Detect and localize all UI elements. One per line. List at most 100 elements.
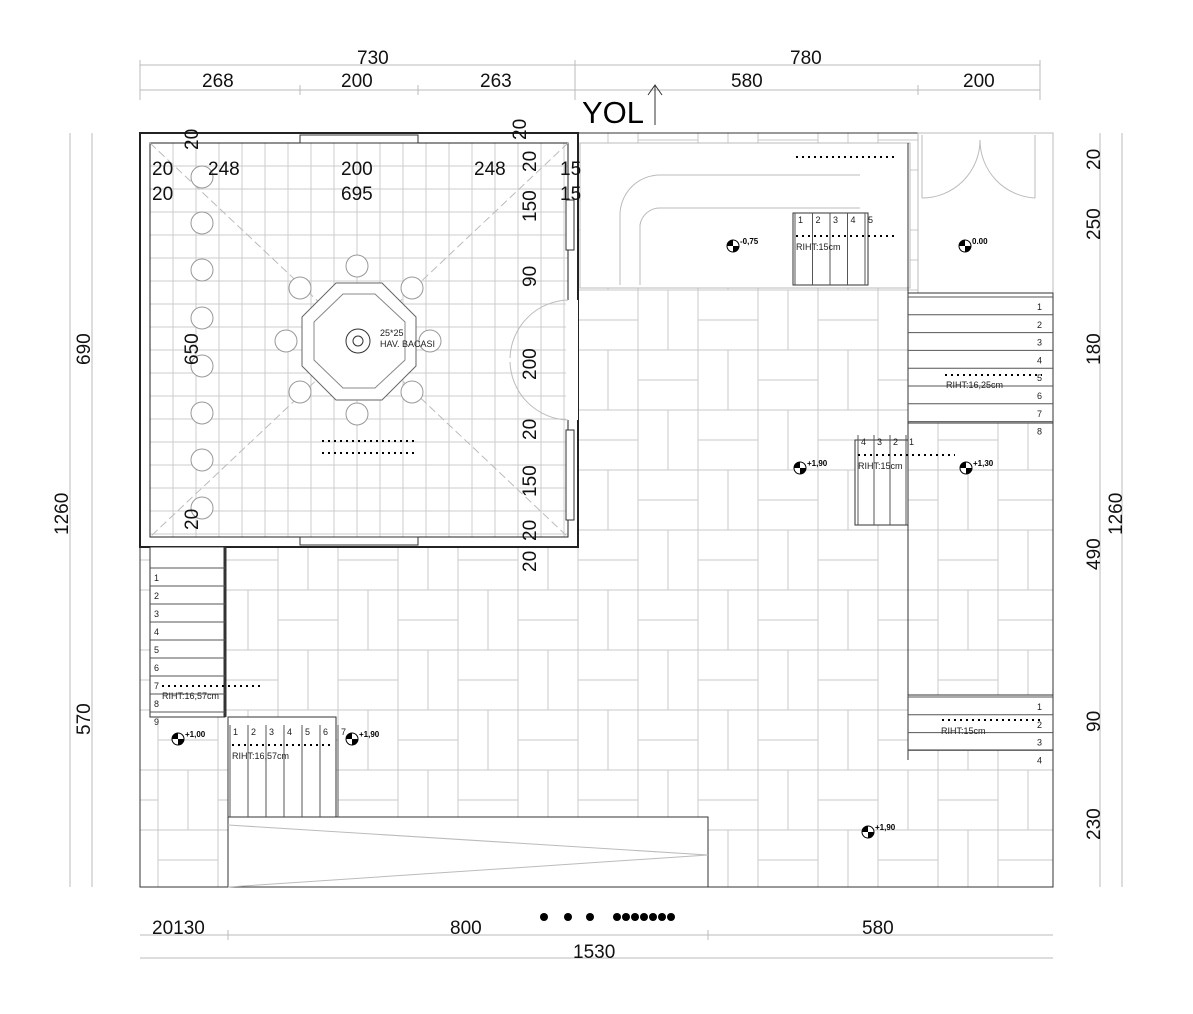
- section-line: [322, 440, 417, 454]
- ramp-bottom: [227, 816, 709, 888]
- dim-bottom-total: 1530: [573, 942, 615, 963]
- riser-label: RIHT:16,57cm: [162, 691, 219, 701]
- elevation-marker: -0,75: [726, 237, 759, 253]
- step-number: 4: [154, 627, 159, 637]
- step-number: 2: [1037, 320, 1042, 330]
- chimney-icon: [345, 328, 371, 354]
- room-vertical-dim: 20: [520, 551, 541, 572]
- elevation-icon: [726, 239, 740, 253]
- step-number: 7: [341, 727, 346, 737]
- column-icon: [345, 402, 369, 426]
- room-vertical-dim: 150: [520, 465, 541, 497]
- dim-left-570: 570: [74, 703, 95, 735]
- stair-middle: [854, 439, 909, 526]
- riser-label: RIHT:15cm: [941, 726, 986, 736]
- elevation-marker: +1,00: [171, 730, 206, 746]
- elevation-value: +1,90: [807, 459, 828, 468]
- column-icon: [288, 380, 312, 404]
- step-number: 3: [1037, 738, 1042, 748]
- column-icon: [190, 258, 214, 282]
- elevation-value: 0.00: [972, 237, 988, 246]
- door-swing: [509, 299, 569, 421]
- column-icon: [190, 165, 214, 189]
- room-dim: 248: [208, 159, 240, 180]
- column-icon: [190, 401, 214, 425]
- step-number: 8: [1037, 427, 1042, 437]
- door-opening: [566, 300, 578, 420]
- elevation-marker: +1,30: [959, 459, 994, 475]
- step-number: 6: [323, 727, 328, 737]
- elevation-icon: [861, 825, 875, 839]
- dim-right: 180: [1084, 333, 1105, 365]
- step-number: 4: [1037, 355, 1042, 365]
- step-number: 8: [154, 699, 159, 709]
- step-number: 4: [861, 437, 866, 447]
- elevation-icon: [171, 732, 185, 746]
- column-icon: [345, 254, 369, 278]
- room-dim: 15: [560, 184, 581, 205]
- step-number: 5: [154, 645, 159, 655]
- dim-top-200b: 200: [963, 71, 995, 92]
- column-icon: [288, 276, 312, 300]
- step-number: 1: [1037, 702, 1042, 712]
- top-dimensions: 730 780 268 200 263 580 200 YOL: [202, 48, 995, 130]
- step-number: 3: [1037, 338, 1042, 348]
- dim-top-263: 263: [480, 71, 512, 92]
- window-right-lower: [565, 429, 575, 521]
- prayer-room: 25*25 HAV. BACASI: [139, 132, 579, 548]
- ramp-outline: [619, 174, 860, 285]
- room-top-dim: 20: [510, 119, 531, 140]
- step-number: 1: [233, 727, 238, 737]
- dim-right: 20: [1084, 149, 1105, 170]
- step-number: 2: [154, 591, 159, 601]
- column-icon: [418, 329, 442, 353]
- dim-bottom: 800: [450, 918, 482, 939]
- room-dim: 20: [152, 159, 173, 180]
- riser-label: RIHT:16,25cm: [946, 380, 1003, 390]
- elevation-value: +1,00: [185, 730, 206, 739]
- dim-right: 490: [1084, 538, 1105, 570]
- column-icon: [400, 276, 424, 300]
- step-number: 2: [893, 437, 898, 447]
- dim-bottom: 20130: [152, 918, 205, 939]
- step-number: 4: [851, 215, 856, 225]
- stair-bottom: [227, 716, 337, 818]
- elevation-icon: [345, 732, 359, 746]
- elevation-value: +1,90: [359, 730, 380, 739]
- step-number: 6: [154, 663, 159, 673]
- room-left-dim: 650: [182, 333, 203, 365]
- step-number: 5: [1037, 373, 1042, 383]
- room-dim: 200: [341, 159, 373, 180]
- column-icon: [190, 306, 214, 330]
- elevation-icon: [959, 461, 973, 475]
- room-left-dim: 20: [182, 509, 203, 530]
- chimney-size: 25*25: [380, 328, 404, 338]
- step-number: 2: [251, 727, 256, 737]
- column-icon: [190, 496, 214, 520]
- room-vertical-dim: 20: [520, 151, 541, 172]
- step-number: 3: [833, 215, 838, 225]
- step-number: 2: [1037, 720, 1042, 730]
- step-number: 9: [154, 717, 159, 727]
- elevation-value: +1,90: [875, 823, 896, 832]
- dim-top-580: 580: [731, 71, 763, 92]
- room-vertical-dim: 200: [520, 348, 541, 380]
- side-dimensions: 690 1260 570 20 250 180 1260 490 90 230 …: [52, 149, 1127, 963]
- room-left-dim: 20: [182, 129, 203, 150]
- room-vertical-dim: 20: [520, 419, 541, 440]
- elevation-marker: +1,90: [345, 730, 380, 746]
- step-number: 3: [154, 609, 159, 619]
- step-number: 5: [305, 727, 310, 737]
- dim-top-200: 200: [341, 71, 373, 92]
- dim-top-780: 780: [790, 48, 822, 69]
- room-dimensions: 20 248 200 248 15 20 695 15 201509020020…: [152, 119, 581, 572]
- room-vertical-dim: 20: [520, 520, 541, 541]
- step-number: 7: [154, 681, 159, 691]
- elevation-icon: [958, 239, 972, 253]
- dimension-lines: [69, 60, 1123, 959]
- stair-left: [149, 546, 226, 718]
